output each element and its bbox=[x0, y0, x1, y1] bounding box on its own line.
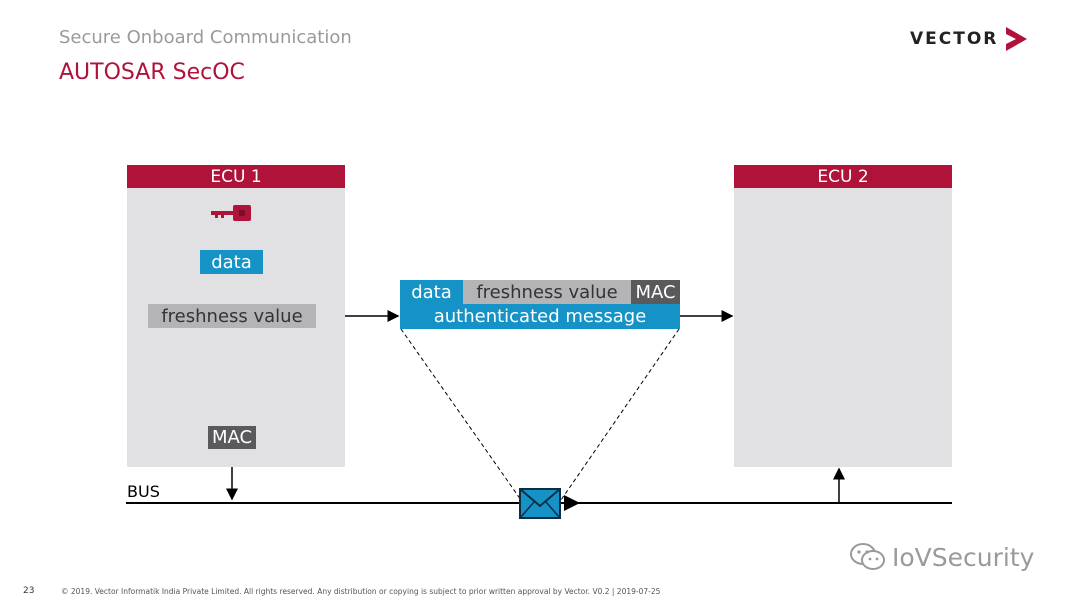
page-number: 23 bbox=[23, 586, 35, 596]
bus-label: BUS bbox=[127, 482, 160, 501]
wechat-icon bbox=[850, 543, 885, 570]
dashed-line-right bbox=[560, 328, 680, 501]
envelope-icon bbox=[519, 488, 561, 519]
ecu1-data-chip: data bbox=[200, 250, 263, 274]
ecu2-header: ECU 2 bbox=[734, 165, 952, 188]
dashed-line-left bbox=[400, 328, 522, 501]
message-data-segment: data bbox=[400, 280, 463, 304]
authenticated-message-caption: authenticated message bbox=[400, 304, 680, 329]
key-icon bbox=[211, 205, 251, 221]
message-mac-segment: MAC bbox=[631, 280, 680, 304]
page-title: AUTOSAR SecOC bbox=[59, 60, 245, 85]
ecu1-freshness-chip: freshness value bbox=[148, 304, 316, 328]
supertitle: Secure Onboard Communication bbox=[59, 27, 352, 48]
message-freshness-segment: freshness value bbox=[463, 280, 631, 304]
ecu2-box bbox=[734, 188, 952, 467]
copyright-text: © 2019. Vector Informatik India Private … bbox=[61, 587, 661, 596]
vector-logo: VECTOR bbox=[910, 26, 1028, 52]
logo-text: VECTOR bbox=[910, 29, 999, 49]
ecu1-mac-chip: MAC bbox=[208, 426, 256, 449]
watermark-text: IoVSecurity bbox=[892, 542, 1035, 572]
chevron-right-icon bbox=[1006, 27, 1028, 51]
watermark: IoVSecurity bbox=[850, 542, 1034, 572]
ecu1-header: ECU 1 bbox=[127, 165, 345, 188]
